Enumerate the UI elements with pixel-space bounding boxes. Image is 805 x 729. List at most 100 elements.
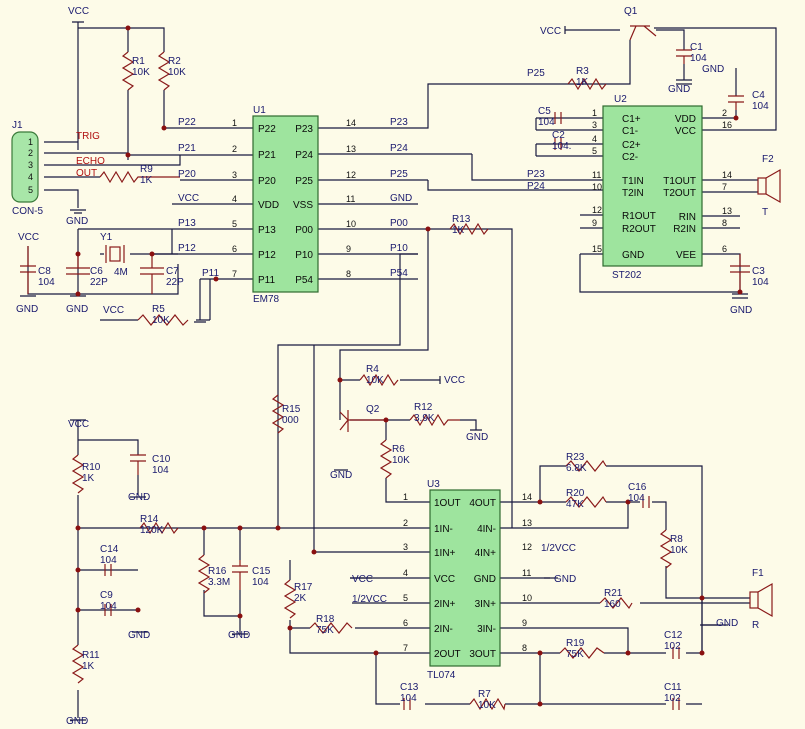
net-gnd: GND xyxy=(66,304,88,315)
u1-pin-name: P24 xyxy=(295,150,313,161)
chip-u3-body xyxy=(429,489,501,667)
capacitor-c3-symbol xyxy=(730,254,750,292)
u2-pin-number: 10 xyxy=(592,182,602,192)
net-p12: P12 xyxy=(178,243,196,254)
connector-j1-ref: J1 xyxy=(12,120,23,131)
component-symbols xyxy=(11,25,781,711)
capacitor-c8-symbol xyxy=(20,246,36,294)
capacitor-c1-symbol xyxy=(676,49,692,64)
resistor-r18-value: 75K xyxy=(316,625,334,636)
crystal-y1-ref: Y1 xyxy=(100,232,113,243)
u2-pin-name: RIN xyxy=(679,212,696,223)
resistor-r21-symbol xyxy=(599,597,633,610)
capacitor-c11-value: 102 xyxy=(664,693,681,704)
capacitor-c9-value: 104 xyxy=(100,601,117,612)
resistor-r6-symbol xyxy=(379,439,393,479)
u2-pin-number: 16 xyxy=(722,120,732,130)
net-gnd: GND xyxy=(128,492,150,503)
capacitor-c13-ref: C13 xyxy=(400,682,419,693)
u3-pin-name: 3OUT xyxy=(469,649,496,660)
capacitor-c11-symbol xyxy=(672,698,680,710)
u1-pin-name: P00 xyxy=(295,225,313,236)
u2-pin-name: R1OUT xyxy=(622,211,656,222)
u1-pin-number: 3 xyxy=(232,170,237,180)
u3-pin-name: GND xyxy=(474,574,496,585)
capacitor-c10-symbol xyxy=(130,454,146,475)
capacitor-c3-value: 104 xyxy=(752,277,769,288)
u1-pin-name: VDD xyxy=(258,200,279,211)
u2-pin-name: VEE xyxy=(676,250,696,261)
connector-j1-body xyxy=(11,131,39,203)
resistor-r14-symbol xyxy=(139,521,179,535)
resistor-r7-symbol xyxy=(469,697,506,711)
resistor-r20-ref: R20 xyxy=(566,488,585,499)
u2-pin-name: C2- xyxy=(622,152,638,163)
capacitor-c7-symbol xyxy=(140,254,164,294)
net-p11: P11 xyxy=(202,268,219,279)
u1-ref: U1 xyxy=(253,105,266,116)
u1-pin-number: 9 xyxy=(346,244,351,254)
resistor-r9-symbol xyxy=(99,170,180,184)
capacitor-c14-symbol xyxy=(104,564,112,576)
crystal-y1-symbol xyxy=(109,246,121,262)
net-p20: P20 xyxy=(178,169,196,180)
capacitor-c4-symbol xyxy=(728,95,744,110)
speaker-f2-label: T xyxy=(762,207,768,218)
resistor-r8-ref: R8 xyxy=(670,534,683,545)
u3-pin-name: 2OUT xyxy=(434,649,461,660)
capacitor-c7-ref: C7 xyxy=(166,266,179,277)
u2-pin-name: C1- xyxy=(622,126,638,137)
resistor-r20-value: 47K xyxy=(566,499,584,510)
chip-u1-body xyxy=(252,115,319,293)
resistor-r7-ref: R7 xyxy=(478,689,491,700)
speaker-f1-ref: F1 xyxy=(752,568,764,579)
capacitor-c12-ref: C12 xyxy=(664,630,683,641)
connector-pin-number: 5 xyxy=(28,185,33,195)
capacitor-c15-ref: C15 xyxy=(252,566,271,577)
resistor-r2-ref: R2 xyxy=(168,56,181,67)
capacitor-c14-value: 104 xyxy=(100,555,117,566)
net-gnd: GND xyxy=(668,84,690,95)
u3-part: TL074 xyxy=(427,670,456,681)
resistor-r17-value: 2K xyxy=(294,593,307,604)
u2-pin-number: 6 xyxy=(722,244,727,254)
resistor-r12-symbol xyxy=(409,413,460,427)
resistor-r21-value: 160 xyxy=(604,599,621,610)
u2-pin-number: 4 xyxy=(592,134,597,144)
u2-pin-number: 15 xyxy=(592,244,602,254)
u3-pin-number: 10 xyxy=(522,593,532,603)
capacitor-c4-value: 104 xyxy=(752,101,769,112)
net-vcc: VCC xyxy=(68,6,89,17)
net-p21: P21 xyxy=(178,143,196,154)
resistor-r19-symbol xyxy=(559,647,605,659)
net-gnd: GND xyxy=(66,216,88,227)
net-p00: P00 xyxy=(390,218,408,229)
resistor-r2-value: 10K xyxy=(168,67,186,78)
u2-pin-name: VDD xyxy=(675,114,696,125)
net-p22: P22 xyxy=(178,117,196,128)
net-p25: P25 xyxy=(527,68,545,79)
capacitor-c9-symbol xyxy=(104,604,112,616)
net-gnd: GND xyxy=(466,432,488,443)
u3-pin-number: 1 xyxy=(403,492,408,502)
u1-pin-number: 11 xyxy=(346,194,355,204)
transistor-q2-symbol xyxy=(339,410,386,432)
capacitor-c13-value: 104 xyxy=(400,693,417,704)
net-half-vcc: 1/2VCC xyxy=(541,543,576,554)
capacitor-c10-value: 104 xyxy=(152,465,169,476)
net-p54: P54 xyxy=(390,268,408,279)
capacitor-c1-ref: C1 xyxy=(690,42,703,53)
transistor-q1-ref: Q1 xyxy=(624,6,638,17)
u3-pin-name: 2IN+ xyxy=(434,599,456,610)
net-p25: P25 xyxy=(390,169,408,180)
signal-echo: ECHO xyxy=(76,156,105,167)
capacitor-c2-value: 104. xyxy=(552,141,571,152)
u1-pin-number: 10 xyxy=(346,219,356,229)
resistor-r15-symbol xyxy=(271,394,285,434)
resistor-r6-ref: R6 xyxy=(392,444,405,455)
resistor-r11-symbol xyxy=(71,644,85,684)
capacitor-c16-ref: C16 xyxy=(628,482,647,493)
resistor-r4-value: 10K xyxy=(366,375,384,386)
resistor-r1-value: 10K xyxy=(132,67,150,78)
